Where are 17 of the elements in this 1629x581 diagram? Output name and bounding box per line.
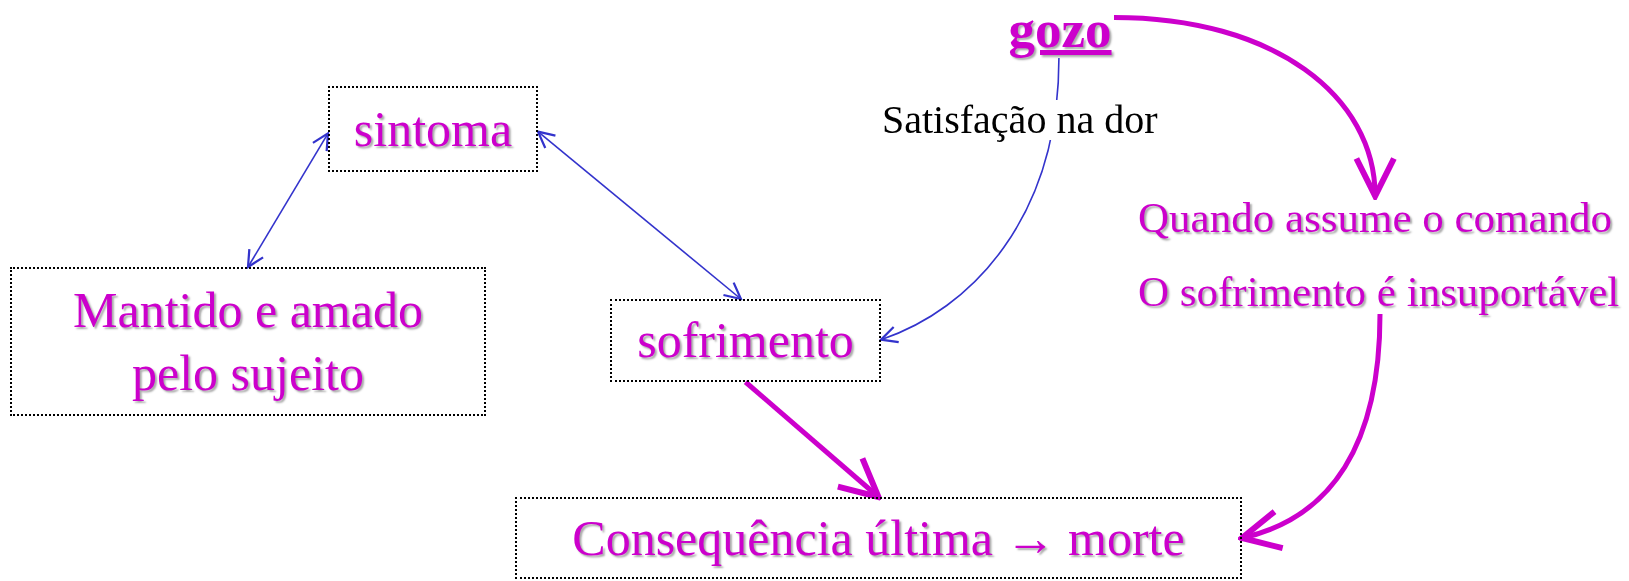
node-text: Quando assume o comando	[1138, 193, 1613, 244]
arrow	[1113, 14, 1394, 199]
concept-box	[10, 267, 486, 416]
arrow	[879, 57, 1060, 343]
node-text: sintoma	[353, 99, 513, 159]
node-text: gozo	[1008, 0, 1112, 60]
arrow	[536, 130, 742, 301]
concept-box	[328, 86, 538, 172]
arrow	[1239, 313, 1383, 549]
concept-box	[610, 299, 881, 382]
concept-box	[515, 497, 1242, 579]
node-text: Mantido e amado pelo sujeito	[72, 281, 424, 403]
node-text: O sofrimento é insuportável	[1138, 267, 1620, 317]
arrow	[246, 132, 330, 269]
arrow	[743, 380, 882, 500]
node-text: sofrimento	[637, 311, 854, 371]
node-text: Consequência última → morte	[572, 508, 1185, 568]
